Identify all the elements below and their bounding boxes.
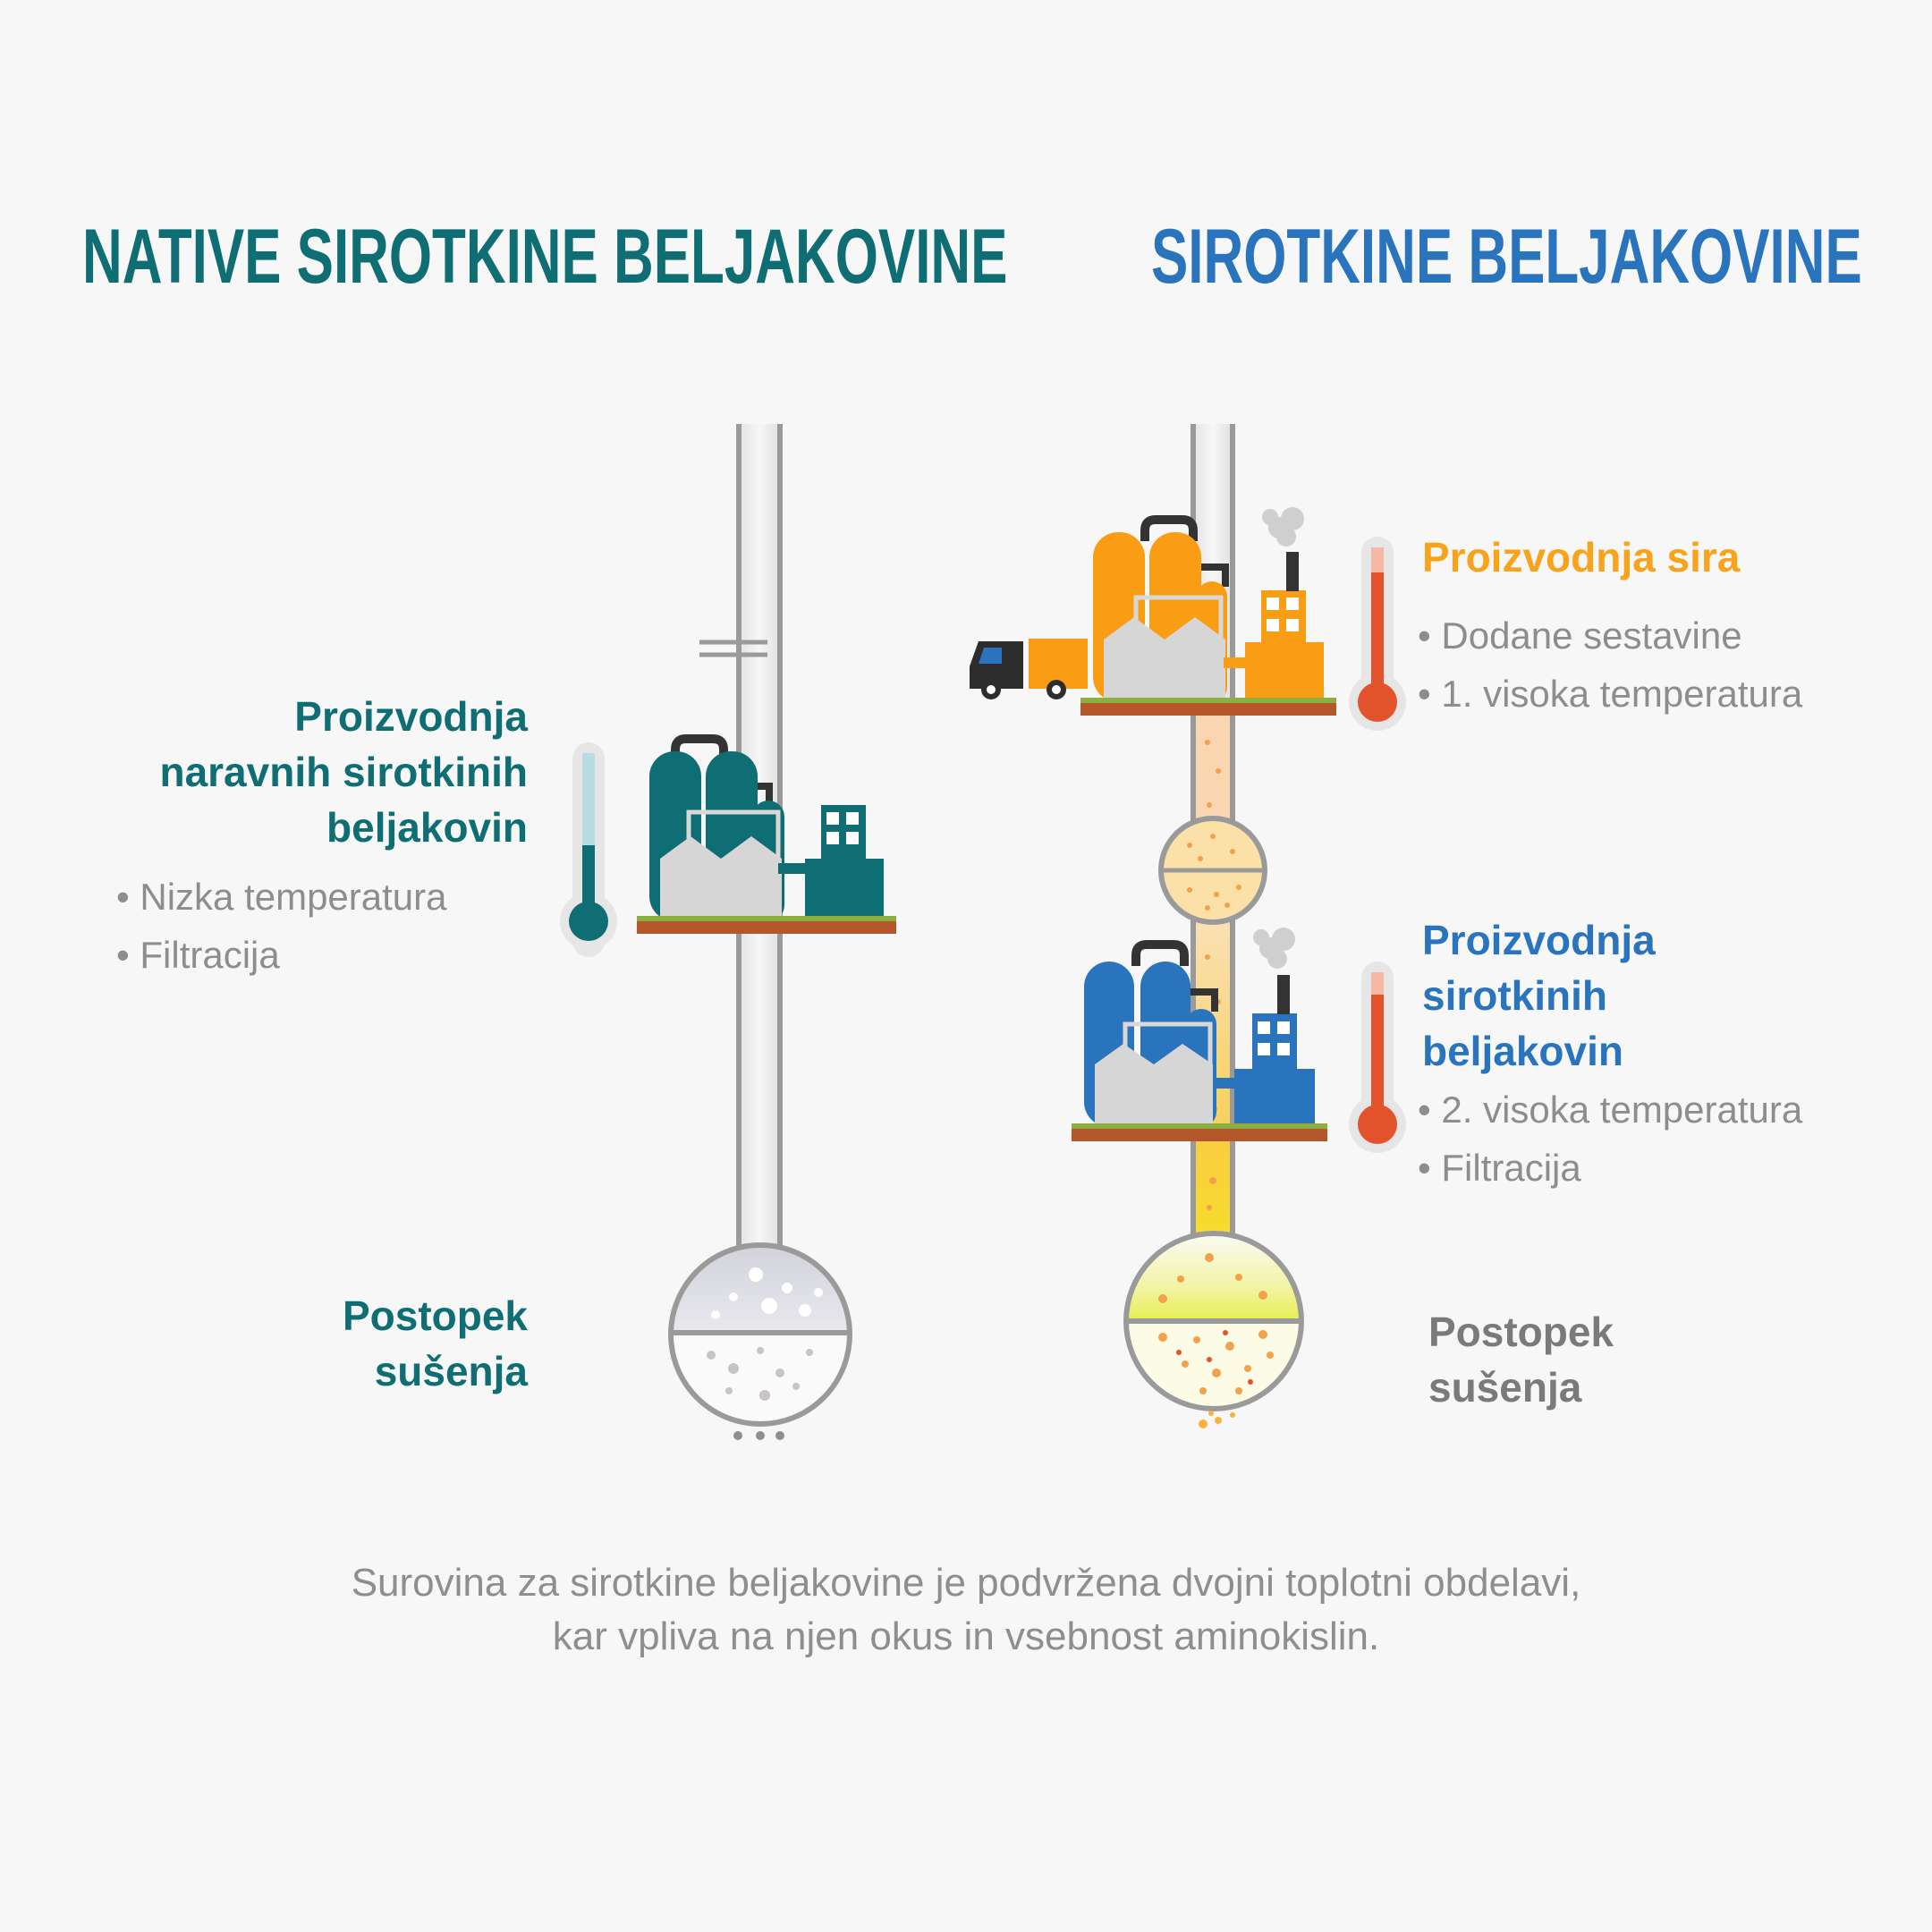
thermometer-icon (1349, 537, 1406, 731)
cheese-bullet-list: Dodane sestavine 1. visoka temperatura (1418, 606, 1802, 723)
list-item: Filtracija (1418, 1139, 1802, 1197)
thermometer-icon (560, 742, 617, 957)
list-item: Nizka temperatura (116, 868, 446, 926)
caption: Surovina za sirotkine beljakovine je pod… (351, 1561, 1581, 1658)
list-item: 1. visoka temperatura (1418, 665, 1802, 723)
factory-icon (637, 734, 896, 934)
drying-flask-icon (668, 1242, 852, 1440)
list-item: Dodane sestavine (1418, 606, 1802, 665)
list-item: Filtracija (116, 926, 447, 984)
factory-icon (1080, 507, 1336, 716)
title-native-whey: NATIVE SIROTKINE BELJAKOVINE (82, 214, 1008, 300)
title-whey: SIROTKINE BELJAKOVINE (1151, 214, 1862, 300)
factory-icon (1072, 928, 1327, 1141)
left-bullet-list: Nizka temperatura Filtracija (116, 868, 447, 984)
smoke-icon (1262, 507, 1304, 547)
thermometer-icon (1349, 962, 1406, 1153)
smoke-icon (1253, 928, 1295, 969)
drying-flask-icon (1123, 1231, 1304, 1428)
truck-icon (970, 639, 1088, 699)
cheese-production-label: Proizvodnja sira (1422, 534, 1741, 580)
drying-flask-icon (1158, 816, 1267, 925)
whey-bullet-list: 2. visoka temperatura Filtracija (1418, 1080, 1802, 1197)
list-item: 2. visoka temperatura (1418, 1080, 1802, 1139)
